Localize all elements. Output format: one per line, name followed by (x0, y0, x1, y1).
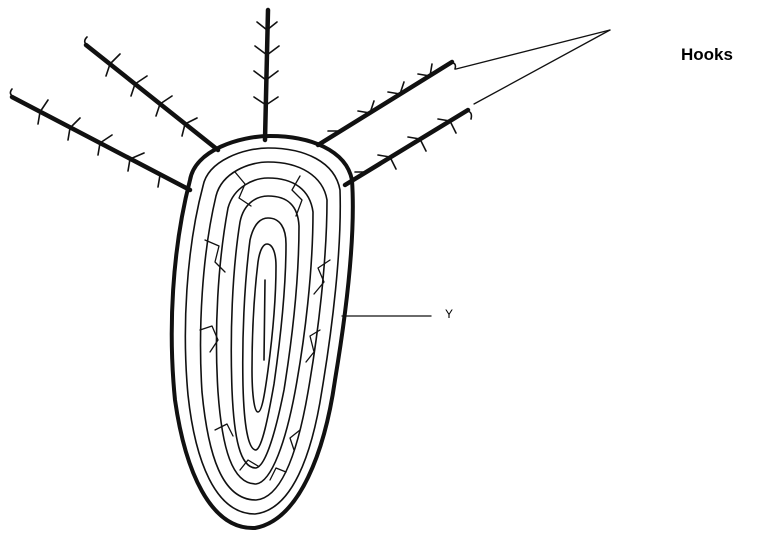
y-label: Y (445, 307, 453, 321)
hooks-leader-lower (474, 30, 610, 104)
hooked-spines (12, 10, 468, 190)
spine-upper-left (86, 45, 218, 150)
spine-barbs (10, 22, 471, 187)
leader-lines (342, 30, 610, 316)
hooks-leader-upper (456, 30, 610, 69)
spine-left (12, 97, 190, 190)
hooks-label: Hooks (681, 45, 733, 65)
